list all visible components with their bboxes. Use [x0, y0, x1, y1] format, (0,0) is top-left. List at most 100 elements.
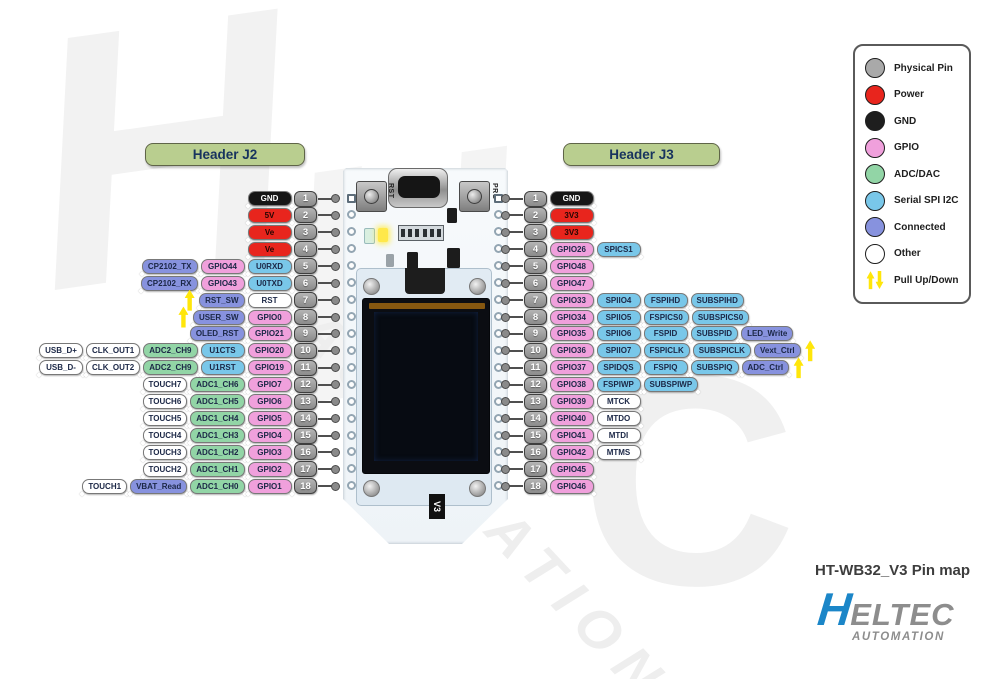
pin-label: CP2102_RX [141, 275, 198, 291]
pinmap-title: HT-WB32_V3 Pin map [815, 562, 971, 579]
pin-label: RST [247, 292, 292, 308]
pin-label: U0RXD [247, 258, 292, 274]
pull-up-arrow-icon [178, 306, 189, 328]
legend-label: Physical Pin [894, 62, 953, 74]
component [447, 208, 457, 223]
pin-number: 17 [294, 461, 317, 478]
pin-number: 11 [524, 359, 547, 376]
pin-label: SUBSPICLK [692, 343, 751, 359]
physical-pin-dot [331, 414, 340, 424]
pin-number: 15 [524, 427, 547, 444]
physical-pin-dot [501, 481, 510, 491]
connector-line [501, 380, 523, 390]
heltec-logo-h: H [815, 583, 853, 635]
pin-label: FSPID [643, 326, 688, 342]
connector-line [501, 278, 523, 288]
connector-line [501, 464, 523, 474]
pin-label: FSPICS0 [643, 309, 689, 325]
board-hole-left [347, 481, 356, 491]
legend-label: ADC/DAC [894, 168, 941, 180]
pin-number: 16 [294, 444, 317, 461]
legend-label: GND [894, 115, 917, 127]
pin-number: 12 [524, 376, 547, 393]
pin-number: 4 [524, 241, 547, 258]
board-hole-left [347, 345, 356, 355]
pull-updown-icon [865, 271, 885, 290]
board-hole-left [347, 430, 356, 440]
heltec-logo-subtext: AUTOMATION [852, 631, 945, 644]
pin-number: 2 [524, 207, 547, 224]
pin-label: Ve [247, 241, 292, 257]
legend-label: GPIO [894, 142, 920, 154]
pin-label: CP2102_TX [141, 258, 198, 274]
physical-pin-dot [501, 414, 510, 424]
pin-label: FSPIWP [596, 377, 641, 393]
physical-pin-dot [331, 481, 340, 491]
board-hole-left [347, 261, 356, 271]
pin-label: OLED_RST [189, 326, 245, 342]
board-hole-left [347, 362, 356, 372]
legend-item: GND [865, 108, 961, 135]
legend-item: Serial SPI I2C [865, 188, 961, 215]
pin-number: 6 [524, 275, 547, 292]
physical-pin-dot [501, 464, 510, 474]
pin-label: ADC2_CH9 [143, 343, 198, 359]
pin-label: RST_SW [199, 292, 245, 308]
pin-number: 10 [294, 342, 317, 359]
legend-color-dot [865, 111, 885, 132]
heltec-logo-text: ELTEC [850, 597, 955, 633]
prg-button-cap [467, 189, 482, 204]
pin-number: 9 [524, 325, 547, 342]
power-led [378, 228, 388, 242]
pin-label: GPIO35 [549, 326, 594, 342]
pin-number: 10 [524, 342, 547, 359]
physical-pin-dot [501, 194, 510, 203]
connector-line [318, 295, 340, 305]
pin-label: ADC1_CH3 [190, 428, 245, 444]
oled-display [362, 298, 490, 474]
connector-line [501, 431, 523, 441]
board-hole-left [347, 464, 356, 474]
pull-up-arrow-icon [793, 357, 804, 379]
physical-pin-dot [331, 278, 340, 288]
physical-pin-dot [331, 295, 340, 305]
connector-line [501, 329, 523, 339]
pin-number: 14 [294, 410, 317, 427]
connector-line [318, 227, 340, 237]
pin-label: FSPIHD [643, 292, 688, 308]
legend-color-dot [865, 190, 885, 211]
pin-label: TOUCH6 [142, 394, 188, 410]
pin-number: 18 [294, 478, 317, 495]
board-hole-left [347, 193, 356, 203]
legend-item: Connected [865, 214, 961, 241]
legend-color-dot [865, 84, 885, 105]
connector-line [318, 481, 340, 491]
pin-number: 17 [524, 461, 547, 478]
pin-label: GPIO26 [549, 241, 594, 257]
board-hole-left [347, 328, 356, 338]
connector-line [318, 346, 340, 356]
pin-label: USER_SW [192, 309, 245, 325]
pin-label: SPIDQS [596, 360, 641, 376]
pin-number: 16 [524, 444, 547, 461]
pin-label: SUBSPICS0 [691, 309, 750, 325]
pin-label: U0TXD [247, 275, 292, 291]
pin-label: MTDO [596, 411, 641, 427]
legend-item: Other [865, 241, 961, 268]
connector-line [318, 278, 340, 288]
pin-label: SPIIO4 [596, 292, 641, 308]
pin-label: SPICS1 [596, 241, 641, 257]
pin-number: 5 [294, 258, 317, 275]
pin-label: GPIO1 [247, 478, 292, 494]
pin-label: GPIO19 [247, 360, 292, 376]
